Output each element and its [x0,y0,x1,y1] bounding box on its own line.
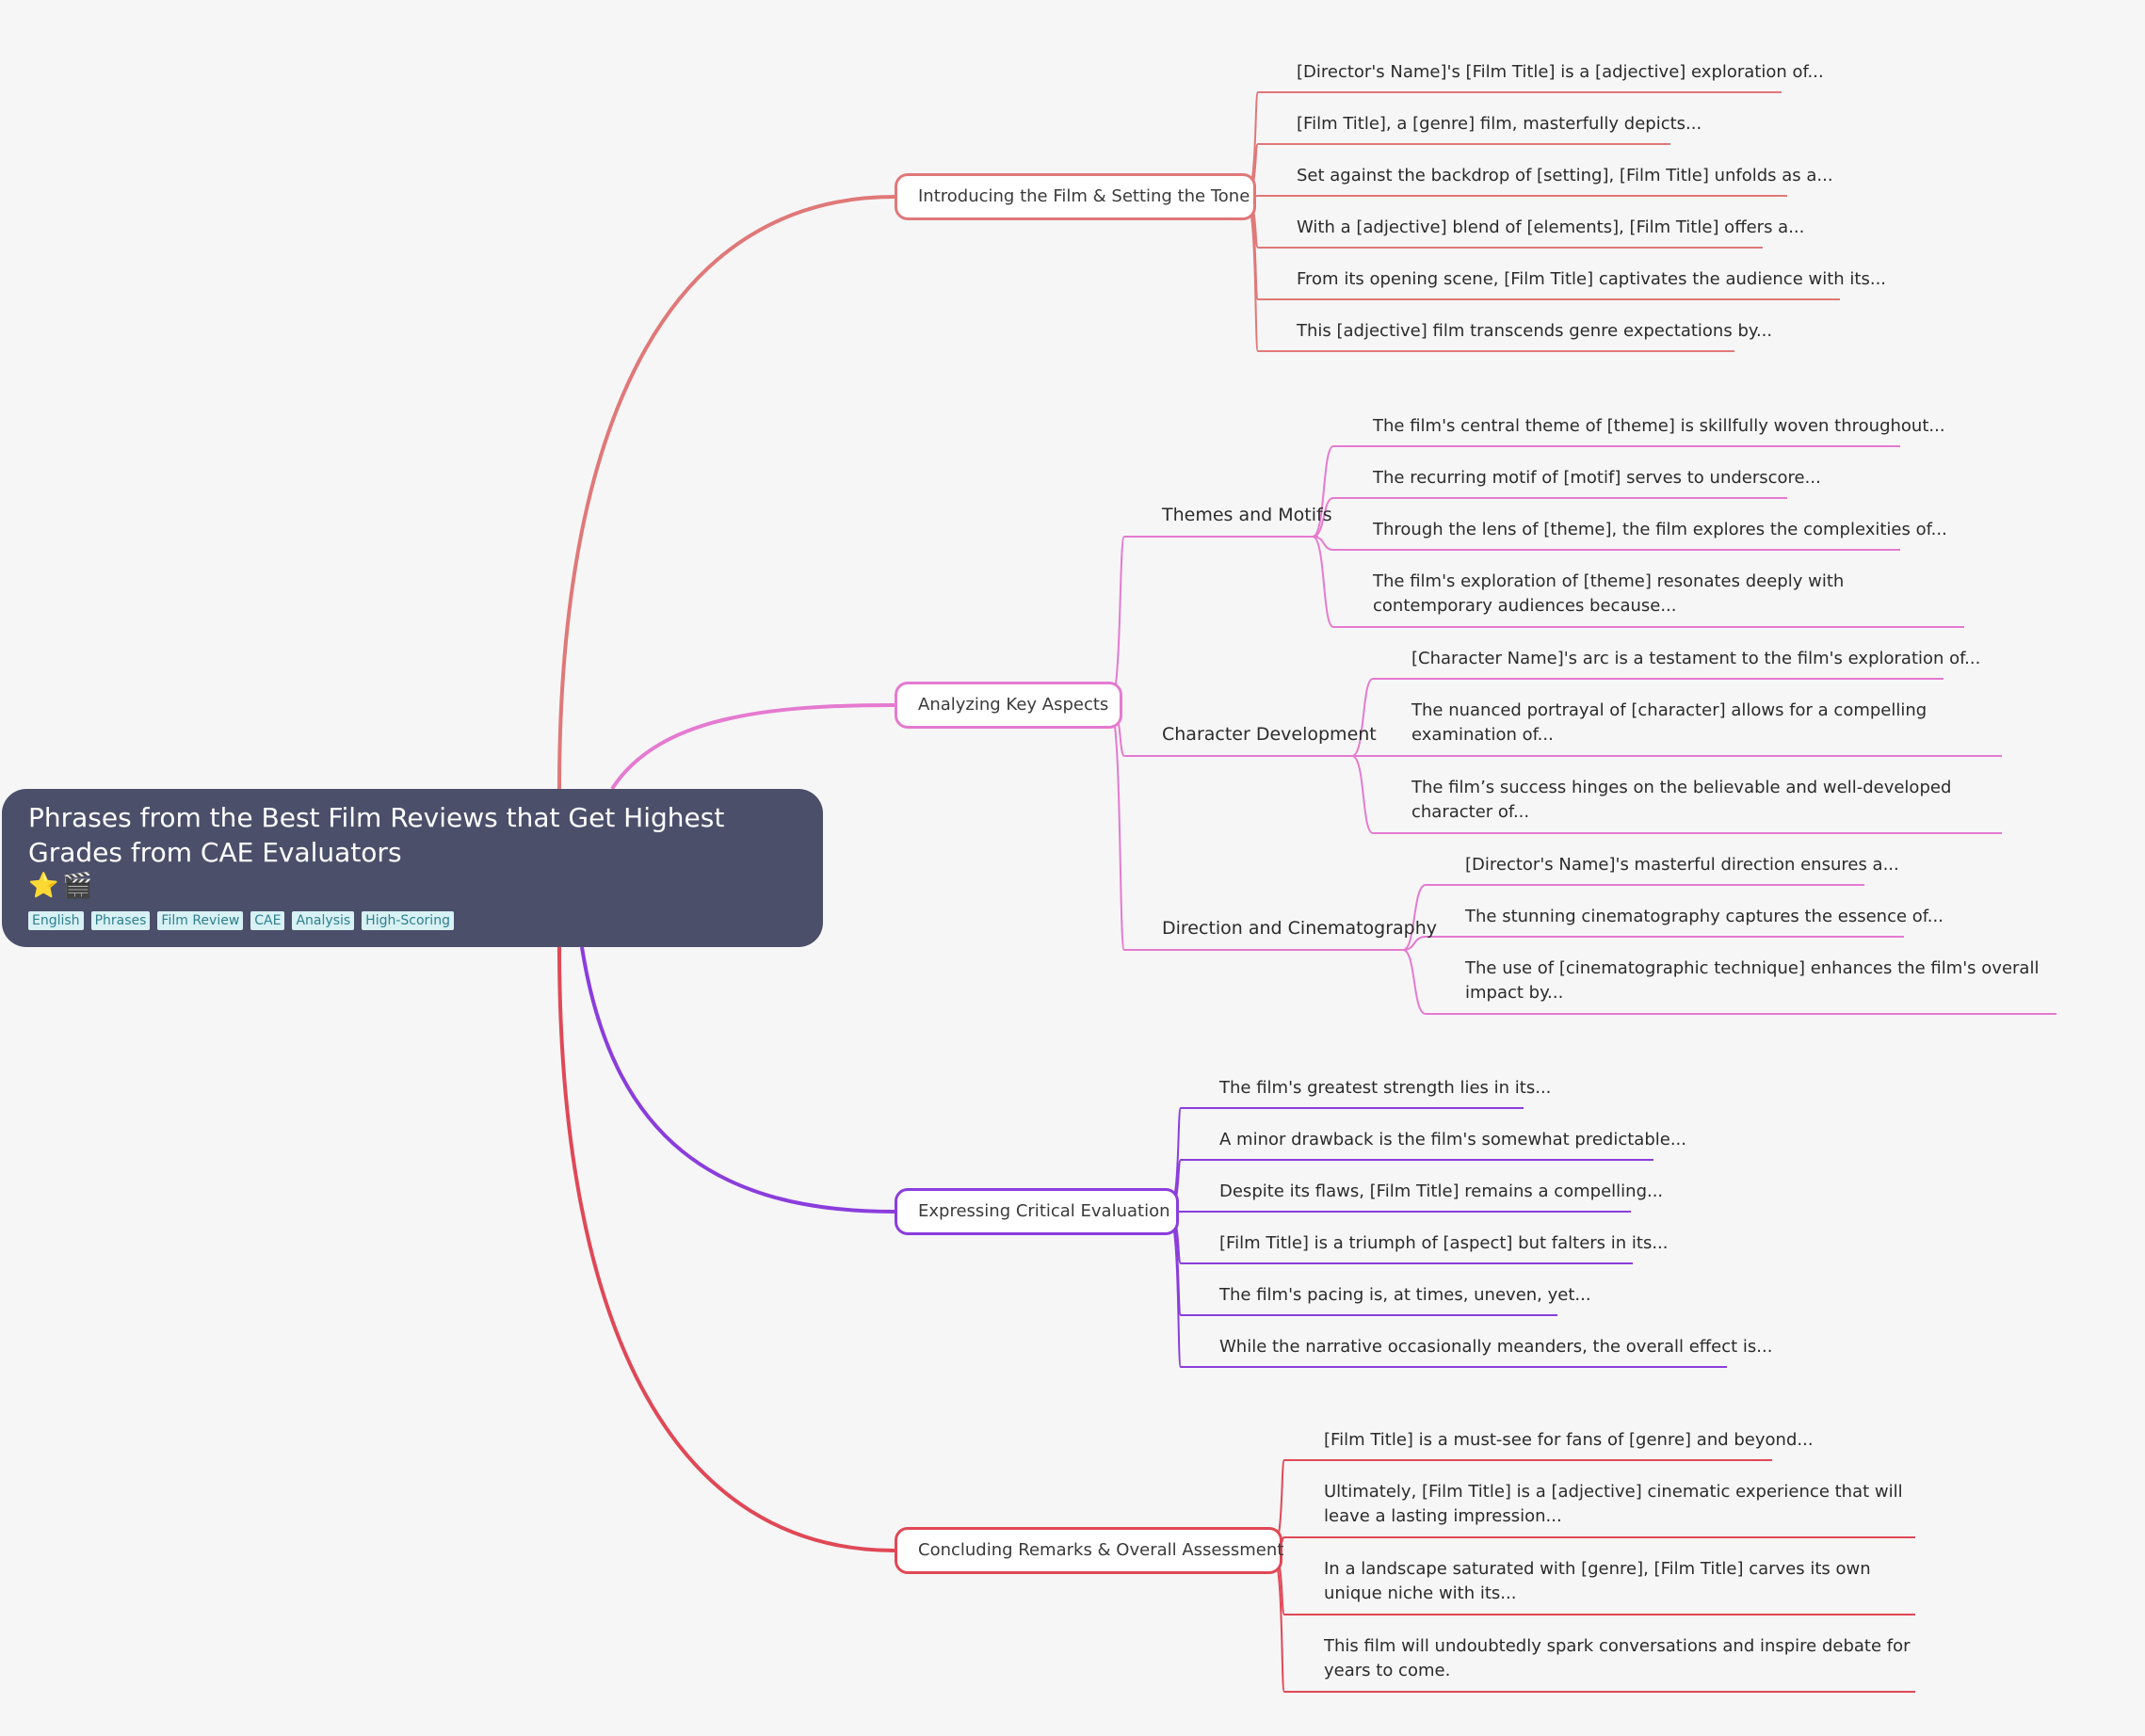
leaf-phrase[interactable]: The nuanced portrayal of [character] all… [1411,700,1927,745]
leaf-phrase[interactable]: The film's central theme of [theme] is s… [1373,416,1945,436]
direction-leaf-link [1402,936,1427,951]
leaf-phrase[interactable]: Despite its flaws, [Film Title] remains … [1219,1181,1664,1201]
leaf-phrase[interactable]: A minor drawback is the film's somewhat … [1219,1130,1686,1149]
leaf-phrase[interactable]: The film's greatest strength lies in its… [1219,1078,1552,1098]
subtopic-themes-motifs[interactable]: Themes and Motifs [1162,505,1332,525]
leaf-phrase[interactable]: From its opening scene, [Film Title] cap… [1297,269,1887,289]
star-clapperboard-icon: ⭐🎬 [28,872,97,900]
themes-leaf-link [1312,497,1334,538]
leaf-phrase[interactable]: While the narrative occasionally meander… [1219,1337,1773,1357]
root-to-concluding-link [557,946,895,1552]
root-topic[interactable]: Phrases from the Best Film Reviews that … [2,789,823,947]
root-title: Phrases from the Best Film Reviews that … [28,802,725,868]
tag[interactable]: Analysis [292,911,355,930]
direction-leaf-link [1402,949,1427,1015]
themes-leaf-link [1312,536,1334,628]
leaf-phrase[interactable]: The film's pacing is, at times, uneven, … [1219,1285,1591,1305]
tag-list: English Phrases Film Review CAE Analysis… [28,911,797,930]
leaf-phrase[interactable]: [Film Title], a [genre] film, masterfull… [1297,114,1702,134]
leaf-phrase[interactable]: [Director's Name]'s masterful direction … [1465,855,1899,875]
branch-introducing-film[interactable]: Introducing the Film & Setting the Tone [895,173,1256,220]
leaf-phrase[interactable]: [Director's Name]'s [Film Title] is a [a… [1297,62,1824,82]
character-leaf-link [1351,678,1374,757]
direction-leaf-link [1402,884,1427,951]
root-to-analyzing-link [610,703,895,791]
branch-concluding-remarks[interactable]: Concluding Remarks & Overall Assessment [895,1527,1283,1574]
branch-analyzing-key-aspects[interactable]: Analyzing Key Aspects [895,682,1122,729]
leaf-phrase[interactable]: [Film Title] is a triumph of [aspect] bu… [1219,1233,1669,1253]
leaf-phrase[interactable]: [Character Name]'s arc is a testament to… [1411,649,1981,668]
leaf-phrase[interactable]: Set against the backdrop of [setting], [… [1297,166,1833,185]
leaf-phrase[interactable]: Through the lens of [theme], the film ex… [1373,520,1947,539]
root-to-intro-link [557,195,895,790]
leaf-phrase[interactable]: The stunning cinematography captures the… [1465,907,1943,926]
leaf-phrase[interactable]: The use of [cinematographic technique] e… [1465,958,2040,1003]
leaf-phrase[interactable]: The film's exploration of [theme] resona… [1373,571,1845,616]
tag[interactable]: Film Review [157,911,244,930]
analyzing-sub-link [1108,704,1125,951]
character-leaf-link [1351,755,1374,834]
leaf-phrase[interactable]: With a [adjective] blend of [elements], … [1297,217,1805,237]
subtopic-direction-cinematography[interactable]: Direction and Cinematography [1162,918,1438,939]
leaf-phrase[interactable]: [Film Title] is a must-see for fans of [… [1324,1430,1814,1450]
leaf-phrase[interactable]: This film will undoubtedly spark convers… [1324,1636,1911,1680]
tag[interactable]: Phrases [90,911,151,930]
analyzing-sub-link [1108,536,1125,706]
leaf-phrase[interactable]: Ultimately, [Film Title] is a [adjective… [1324,1482,1903,1526]
tag[interactable]: English [28,911,84,930]
leaf-phrase[interactable]: In a landscape saturated with [genre], [… [1324,1559,1871,1603]
subtopic-character-development[interactable]: Character Development [1162,724,1377,745]
root-to-critical-link [580,946,895,1214]
leaf-phrase[interactable]: The film’s success hinges on the believa… [1411,778,1952,822]
leaf-phrase[interactable]: The recurring motif of [motif] serves to… [1373,468,1821,488]
tag[interactable]: CAE [250,911,285,930]
tag[interactable]: High-Scoring [362,911,454,930]
branch-expressing-critical-evaluation[interactable]: Expressing Critical Evaluation [895,1188,1179,1235]
themes-leaf-link [1312,445,1334,538]
leaf-phrase[interactable]: This [adjective] film transcends genre e… [1297,321,1773,341]
